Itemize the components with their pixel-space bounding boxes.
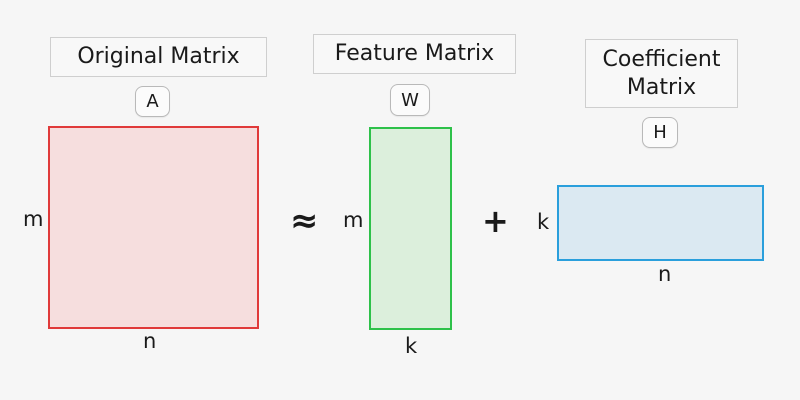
matrix-w-rows-label: m: [343, 208, 364, 232]
approx-operator: ≈: [290, 201, 319, 241]
plus-operator: +: [482, 202, 509, 240]
coefficient-matrix-rect: [557, 185, 764, 261]
matrix-w-cols-label: k: [405, 334, 418, 358]
matrix-a-cols-label: n: [143, 329, 157, 353]
original-matrix-rect: [48, 126, 259, 329]
coefficient-matrix-title: Coefficient Matrix: [585, 39, 738, 108]
matrix-h-symbol: H: [642, 117, 678, 148]
matrix-h-cols-label: n: [658, 262, 672, 286]
matrix-a-symbol: A: [135, 86, 170, 117]
feature-matrix-title: Feature Matrix: [313, 34, 516, 74]
feature-matrix-rect: [369, 127, 452, 330]
original-matrix-title: Original Matrix: [50, 37, 267, 77]
matrix-h-rows-label: k: [537, 210, 550, 234]
matrix-a-rows-label: m: [23, 207, 44, 231]
matrix-w-symbol: W: [390, 84, 430, 116]
